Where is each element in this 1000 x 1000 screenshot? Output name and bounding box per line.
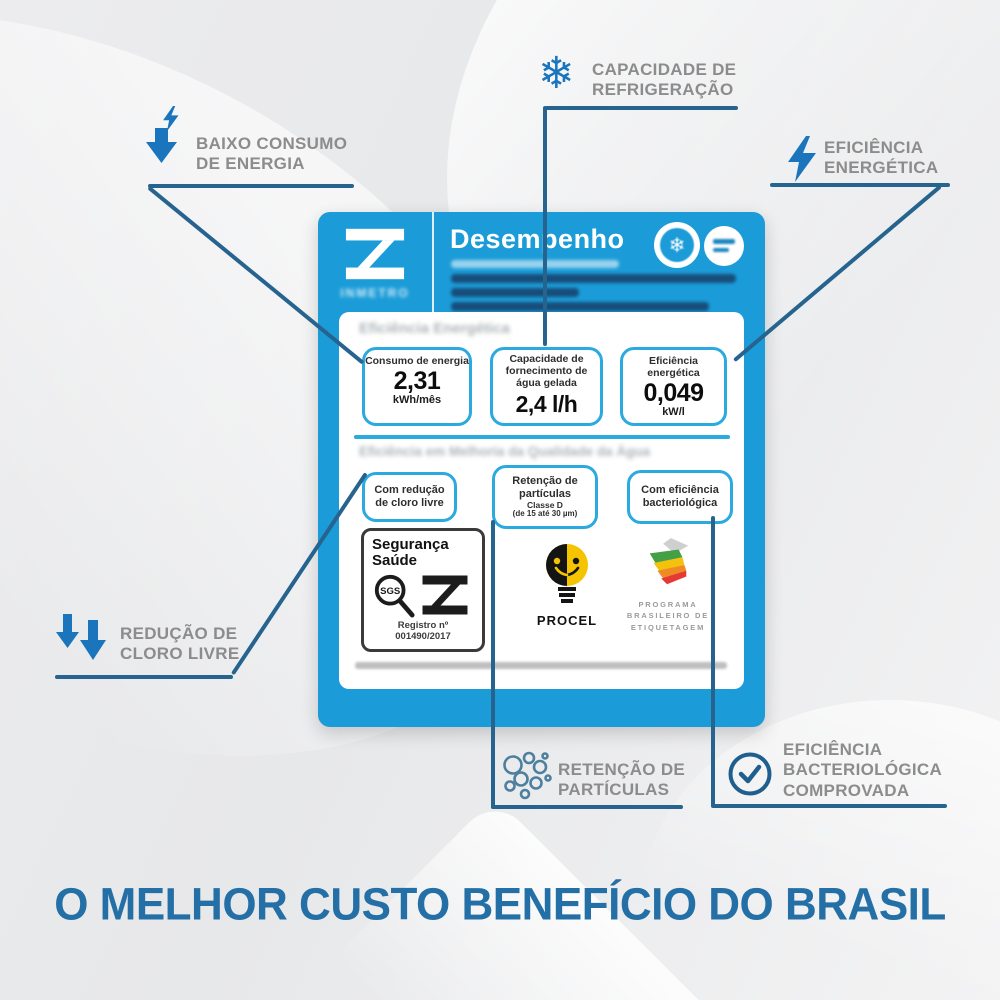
procel-seal: PROCEL [531, 542, 603, 628]
blurred-text-line [451, 302, 709, 311]
seguranca-label: Segurança [372, 536, 449, 553]
blurred-subtitle-line [451, 260, 619, 268]
cooling-badge-icon: ❄ [660, 228, 694, 262]
inmetro-logo [345, 228, 405, 280]
inmetro-wordmark: INMETRO [340, 286, 410, 300]
seguranca-saude-seal: Segurança Saúde SGS [361, 528, 485, 652]
inmetro-performance-label: INMETRO Desempenho ❄ Eficiência Energéti… [318, 212, 765, 727]
snowflake-icon: ❄ [538, 48, 575, 99]
blurred-fineprint-line [355, 662, 727, 669]
svg-text:SGS: SGS [380, 586, 400, 597]
callout-line [55, 675, 233, 679]
callout-line [711, 516, 715, 807]
callout-line [491, 520, 495, 809]
sgs-logo: SGS [374, 575, 415, 618]
callout-line [711, 804, 947, 808]
stat-value: 2,4 l/h [515, 390, 578, 417]
feature-title: Com redução de cloro livre [374, 484, 445, 509]
feature-range: (de 15 até 30 µm) [512, 509, 578, 519]
pbe-logo [649, 538, 689, 585]
blurred-text-line [713, 239, 735, 244]
callout-line [545, 106, 738, 110]
lightning-icon [786, 136, 818, 189]
blurred-text-line [713, 248, 729, 252]
callout-capacidade-refrigeracao: CAPACIDADE DE REFRIGERAÇÃO [592, 60, 737, 100]
pbe-line: BRASILEIRO DE [626, 611, 710, 621]
procel-logo [546, 544, 588, 603]
callout-retencao-particulas: RETENÇÃO DE PARTÍCULAS [558, 760, 686, 800]
label-header: INMETRO Desempenho ❄ [318, 212, 765, 312]
particles-icon [498, 748, 556, 809]
lightning-down-arrow-icon [146, 106, 192, 177]
double-down-arrow-icon [55, 612, 113, 669]
pbe-line: ETIQUETAGEM [630, 622, 706, 632]
callout-eficiencia-bacteriologica: EFICIÊNCIA BACTERIOLÓGICA COMPROVADA [783, 740, 943, 800]
feature-title: Retenção de partículas [512, 474, 578, 500]
feature-box-cloro: Com redução de cloro livre [362, 472, 457, 522]
check-circle-icon [726, 750, 774, 803]
stat-box-agua-gelada: Capacidade de fornecimento de água gelad… [490, 347, 603, 426]
stat-title: Eficiência energética [647, 355, 700, 379]
stat-value: 2,31 [393, 366, 441, 395]
pbe-seal: PROGRAMA BRASILEIRO DE ETIQUETAGEM [609, 538, 727, 633]
inmetro-logo-black [422, 575, 468, 615]
callout-eficiencia-energetica: EFICIÊNCIA ENERGÉTICA [824, 138, 939, 178]
callout-baixo-consumo: BAIXO CONSUMO DE ENERGIA [196, 134, 348, 174]
stat-value: 0,049 [643, 378, 704, 407]
quality-section-title: Eficiência em Melhoria da Qualidade da Á… [359, 444, 651, 459]
label-body: Eficiência Energética Consumo de energia… [339, 312, 744, 689]
headline: O MELHOR CUSTO BENEFÍCIO DO BRASIL [54, 879, 946, 930]
callout-line [543, 106, 547, 346]
energy-section-title: Eficiência Energética [359, 320, 510, 337]
saude-label: Saúde [372, 552, 418, 570]
feature-title: Com eficiência bacteriológica [641, 484, 719, 509]
stat-box-eficiencia: Eficiência energética 0,049 kW/l [620, 347, 727, 426]
feature-box-bacteriologica: Com eficiência bacteriológica [627, 470, 733, 524]
procel-label: PROCEL [536, 613, 598, 628]
callout-reducao-cloro: REDUÇÃO DE CLORO LIVRE [120, 624, 240, 664]
label-title: Desempenho [450, 224, 625, 254]
blurred-text-line [451, 288, 579, 297]
stat-box-consumo: Consumo de energia 2,31 kWh/mês [362, 347, 472, 426]
stat-unit: kW/l [662, 406, 685, 419]
blurred-text-line [451, 274, 736, 283]
stat-title: Capacidade de fornecimento de água gelad… [505, 353, 588, 389]
feature-box-particulas: Retenção de partículas Classe D (de 15 a… [492, 465, 598, 529]
registro-number: 001490/2017 [395, 631, 451, 643]
callout-line [148, 184, 354, 188]
stat-unit: kWh/mês [392, 394, 442, 407]
voltage-badge [704, 226, 744, 266]
pbe-line: PROGRAMA [638, 600, 698, 609]
inmetro-logo-block: INMETRO [318, 212, 434, 312]
cooling-badge: ❄ [654, 222, 700, 268]
callout-line [770, 183, 950, 187]
section-divider [354, 435, 730, 439]
